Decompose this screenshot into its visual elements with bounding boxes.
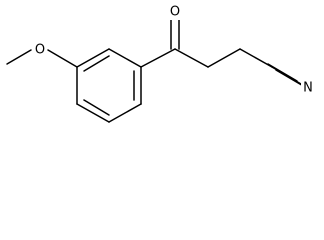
nitrile-triple-bond-3: [275, 69, 306, 88]
chemical-structure-diagram: O O N: [6, 4, 315, 123]
keto-nitrile-chain: O N: [140, 4, 315, 96]
methoxy-bond-ring-o: [47, 49, 78, 68]
benzene-ring: [76, 48, 142, 123]
ring-bond-1: [76, 48, 110, 68]
ch2-to-ch2-bond: [207, 48, 241, 68]
carbonyl-o-label-bg: [168, 4, 182, 20]
methoxy-bond-o-methyl: [6, 49, 32, 65]
nitrile-nitrogen-label: N: [303, 81, 313, 96]
carbonyl-oxygen-label: O: [170, 5, 180, 20]
ring-to-carbonyl-bond: [140, 48, 176, 68]
ring-inner-bond-1: [83, 55, 110, 72]
methoxy-oxygen-label: O: [35, 43, 45, 58]
methoxy-group: O: [6, 42, 78, 68]
carbonyl-to-ch2-bond: [174, 48, 209, 68]
ring-inner-bond-3: [83, 99, 110, 116]
ring-bond-4: [108, 103, 142, 123]
nitrile-n-label-bg: [301, 80, 315, 96]
methoxy-o-label-bg: [33, 42, 47, 58]
ring-bond-2: [108, 48, 142, 68]
ring-bond-5: [76, 103, 110, 123]
ch2-to-nitrile-carbon-bond: [239, 48, 273, 68]
